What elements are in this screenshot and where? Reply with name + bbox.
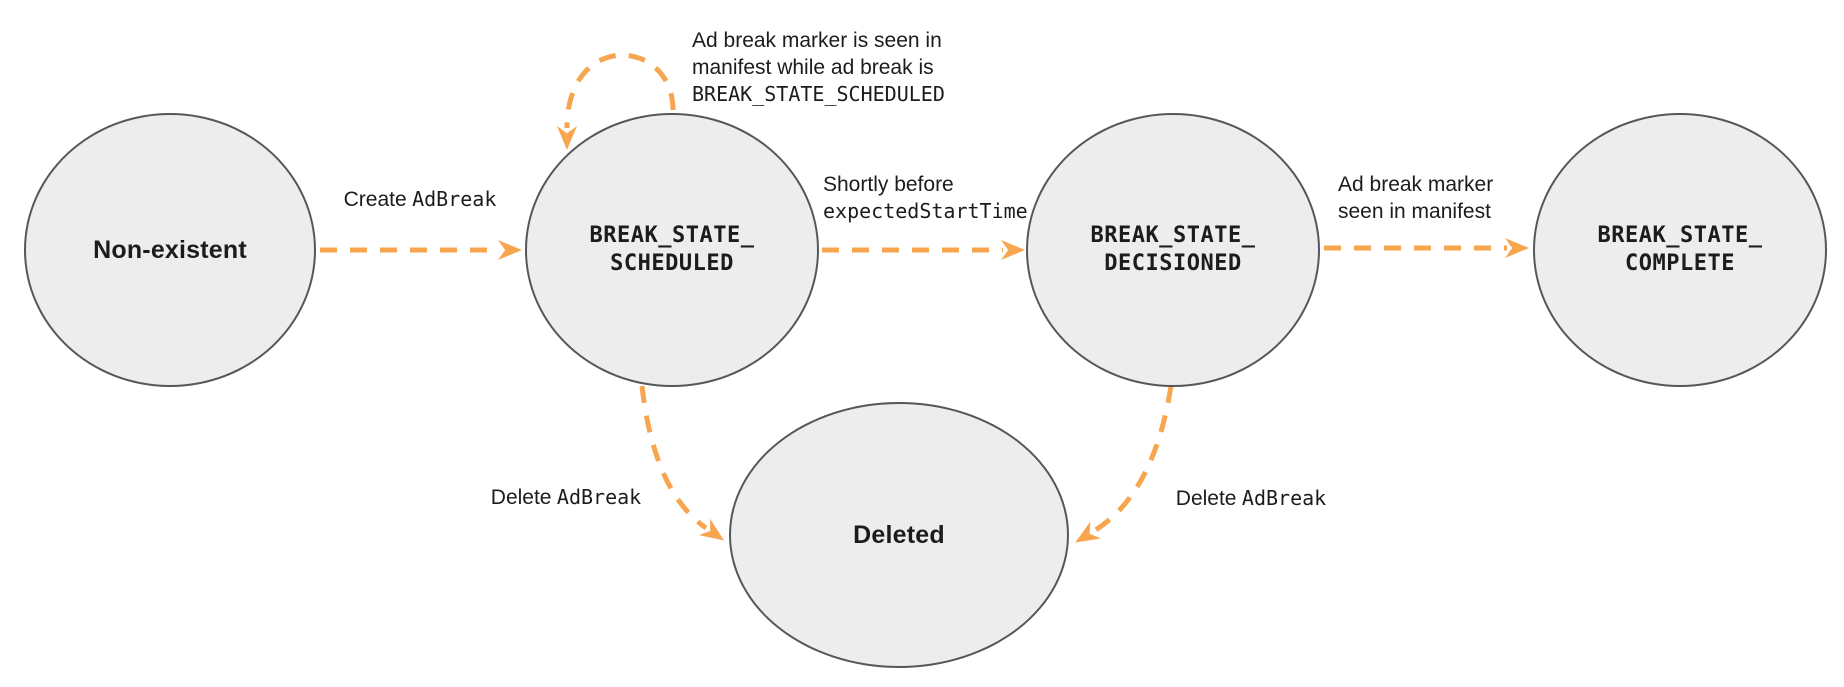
edge-label-create-text: Create — [343, 188, 407, 211]
edge-label-self-loop-code: BREAK_STATE_SCHEDULED — [692, 82, 945, 106]
edge-label-shortly-before: Shortly before expectedStartTime — [823, 171, 1028, 225]
edge-label-marker-seen-line2: seen in manifest — [1338, 200, 1491, 223]
state-label-decisioned-line1: BREAK_STATE_ — [1090, 223, 1256, 248]
edge-label-shortly-before-code: expectedStartTime — [823, 199, 1028, 223]
edge-label-shortly-before-text: Shortly before — [823, 173, 954, 196]
state-label-deleted: Deleted — [853, 520, 945, 549]
edge-label-self-loop-line1: Ad break marker is seen in — [692, 29, 942, 52]
edge-label-self-loop: Ad break marker is seen in manifest whil… — [692, 27, 945, 108]
state-node-nonexistent: Non-existent — [24, 113, 316, 387]
state-node-deleted: Deleted — [729, 402, 1069, 668]
state-node-decisioned: BREAK_STATE_ DECISIONED — [1026, 113, 1320, 387]
edge-label-delete-right-code: AdBreak — [1241, 486, 1327, 510]
edge-label-marker-seen-line1: Ad break marker — [1338, 173, 1494, 196]
transition-arrow-decisioned-to-deleted — [1075, 385, 1174, 543]
edge-label-delete-left-text: Delete — [490, 486, 552, 509]
edge-label-delete-left-code: AdBreak — [556, 485, 642, 509]
state-label-nonexistent: Non-existent — [93, 235, 247, 264]
edge-label-create-code: AdBreak — [412, 187, 497, 211]
state-label-scheduled-line2: SCHEDULED — [610, 251, 734, 276]
edge-label-self-loop-line2: manifest while ad break is — [692, 56, 934, 79]
state-label-complete-line2: COMPLETE — [1625, 251, 1735, 276]
state-node-complete: BREAK_STATE_ COMPLETE — [1533, 113, 1827, 387]
state-label-scheduled-line1: BREAK_STATE_ — [589, 223, 755, 248]
edge-label-marker-seen: Ad break marker seen in manifest — [1338, 171, 1493, 225]
state-label-complete-line1: BREAK_STATE_ — [1597, 223, 1763, 248]
state-label-decisioned-line2: DECISIONED — [1104, 251, 1242, 276]
edge-label-delete-right-text: Delete — [1175, 487, 1237, 510]
transition-arrow-scheduled-to-deleted — [639, 385, 725, 541]
state-node-scheduled: BREAK_STATE_ SCHEDULED — [525, 113, 819, 387]
